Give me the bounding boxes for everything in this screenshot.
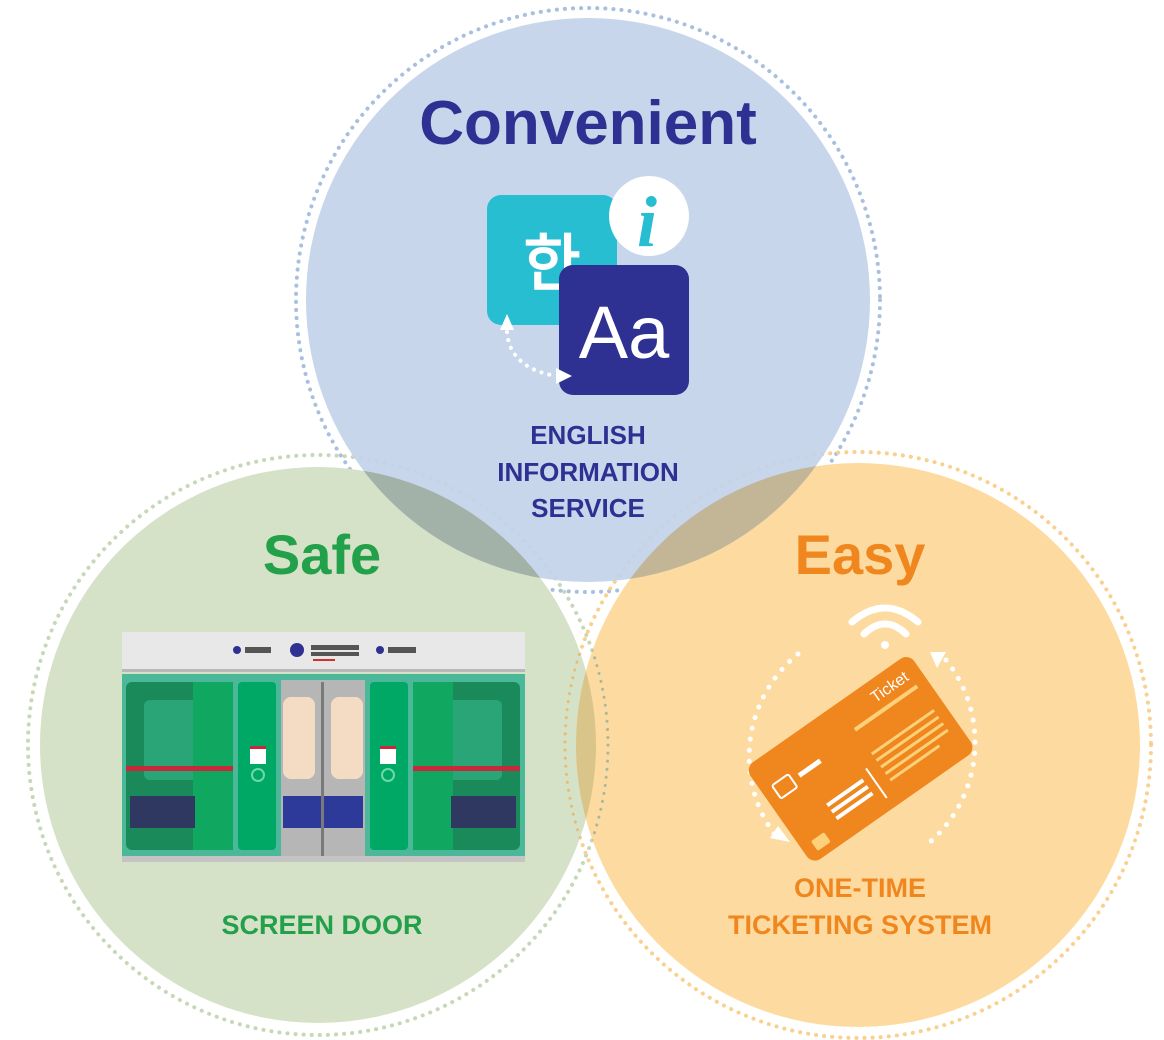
safe-title: Safe [263,523,381,586]
latin-glyph: Aa [579,291,670,374]
easy-title: Easy [795,523,926,586]
convenient-caption: ENGLISH INFORMATION SERVICE [497,420,679,523]
convenient-dotted-ring [294,6,882,594]
info-icon [609,176,689,256]
convenient-caption-line-3: SERVICE [531,493,645,523]
info-glyph: i [637,182,657,262]
easy-caption: ONE-TIME TICKETING SYSTEM [728,873,992,940]
convenient-caption-line-2: INFORMATION [497,457,679,487]
easy-caption-line-2: TICKETING SYSTEM [728,910,992,940]
translation-icon: 한 Aa i [487,176,689,395]
convenient-title: Convenient [419,89,757,158]
safe-ring-inner [576,463,610,1027]
screen-door-icon [122,632,525,862]
safe-caption: SCREEN DOOR [221,910,422,940]
convenient-caption-line-1: ENGLISH [530,420,646,450]
wireless-icon [848,604,922,649]
ticket-card-icon: Ticket [746,604,978,861]
easy-caption-line-1: ONE-TIME [794,873,926,903]
easy-dotted-ring [563,450,1153,1040]
